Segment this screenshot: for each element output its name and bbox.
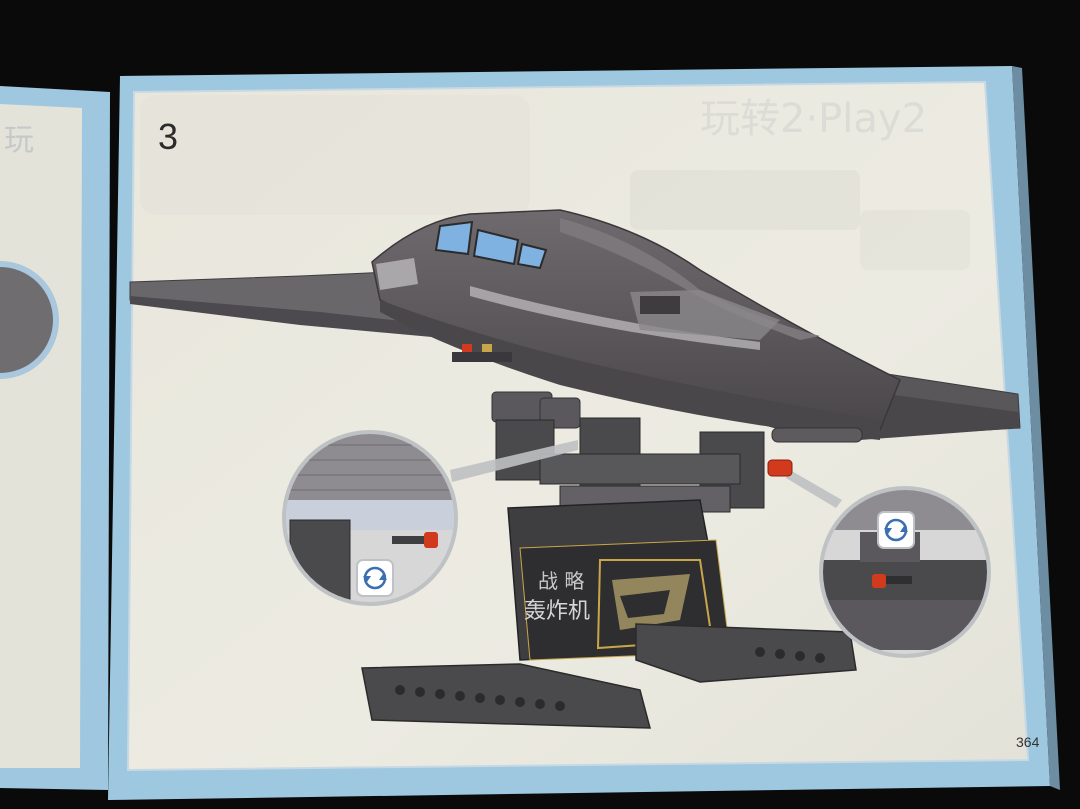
stand-plaque-art [596, 559, 714, 650]
rotate-arrows-icon [884, 518, 908, 542]
callout-leaders [450, 440, 842, 508]
stand-label-top: 战 略 [538, 569, 584, 593]
svg-text:玩: 玩 [4, 123, 34, 158]
left-page: 玩 [0, 86, 110, 790]
rotate-arrows-icon [363, 566, 387, 590]
back-page-bleed-text: 玩转2·Play2 [700, 96, 928, 142]
page-number: 364 [1016, 734, 1040, 750]
aircraft-model [129, 209, 1021, 443]
stand-label-bottom: 轰炸机 [524, 599, 590, 624]
red-pin-part [767, 459, 793, 477]
step-number: 3 [158, 116, 179, 157]
display-stand: 战 略 轰炸机 [361, 391, 857, 729]
